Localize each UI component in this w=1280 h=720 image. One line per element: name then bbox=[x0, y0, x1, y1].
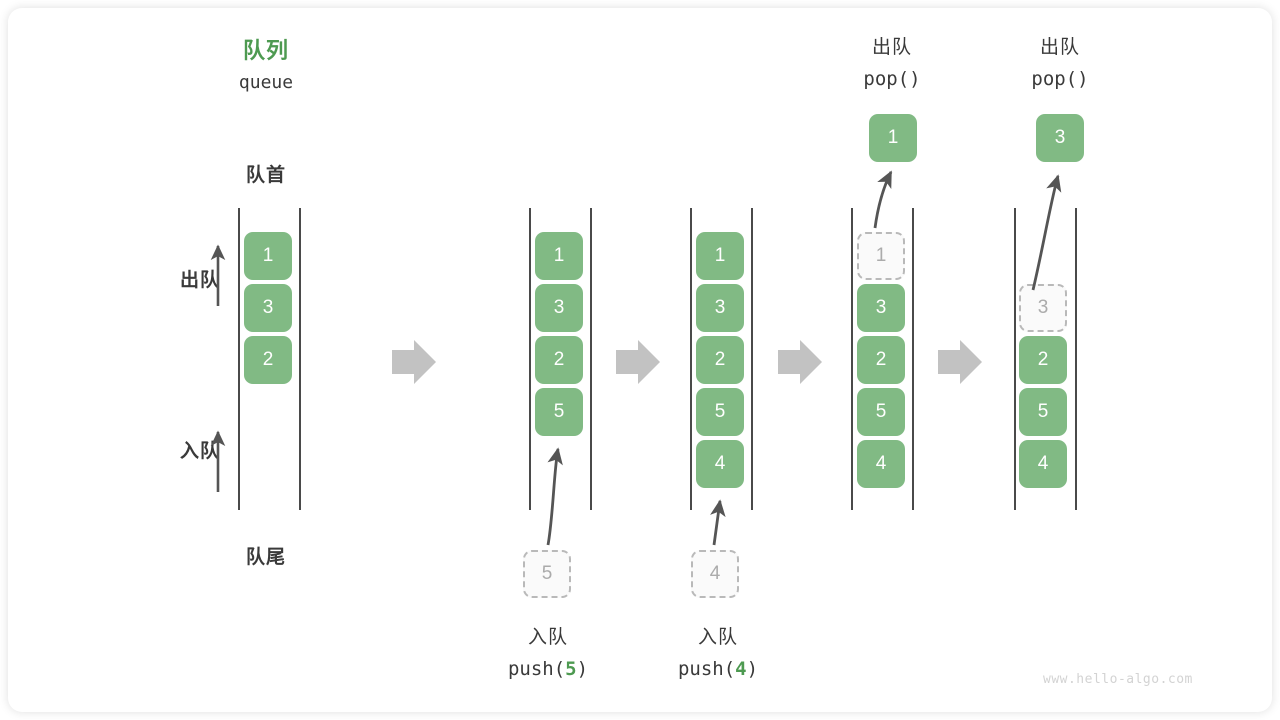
queue-rail-right-c1 bbox=[299, 208, 301, 510]
queue-cell-new[interactable]: 4 bbox=[696, 440, 744, 488]
queue-rail-left-c2 bbox=[529, 208, 531, 510]
queue-cell[interactable]: 2 bbox=[1019, 336, 1067, 384]
queue-rail-right-c5 bbox=[1075, 208, 1077, 510]
queue-cell[interactable]: 4 bbox=[1019, 440, 1067, 488]
incoming-ghost-cell[interactable]: 4 bbox=[691, 550, 739, 598]
queue-cell[interactable]: 3 bbox=[244, 284, 292, 332]
diagram-title-en: queue bbox=[238, 72, 294, 93]
queue-cell[interactable]: 4 bbox=[857, 440, 905, 488]
queue-rail-left-c5 bbox=[1014, 208, 1016, 510]
queue-cell[interactable]: 1 bbox=[535, 232, 583, 280]
queue-rail-right-c2 bbox=[590, 208, 592, 510]
push-caption-fn: push(4) bbox=[628, 658, 808, 680]
push-caption-cn: 入队 bbox=[697, 627, 738, 648]
popped-ghost-cell[interactable]: 1 bbox=[857, 232, 905, 280]
watermark: www.hello-algo.com bbox=[1043, 672, 1193, 687]
queue-rail-left-c4 bbox=[851, 208, 853, 510]
pop-header-cn: 出队 bbox=[871, 37, 912, 58]
dequeue-label: 出队 bbox=[179, 270, 220, 291]
pop-header-fn: pop() bbox=[863, 68, 921, 90]
diagram-title-cn: 队列 bbox=[242, 38, 289, 63]
popped-result-cell[interactable]: 1 bbox=[869, 114, 917, 162]
queue-rail-left-c3 bbox=[690, 208, 692, 510]
push-fn-prefix: push( bbox=[507, 658, 566, 680]
push-caption-fn: push(5) bbox=[458, 658, 638, 680]
pop-header-cn: 出队 bbox=[1039, 37, 1080, 58]
queue-cell[interactable]: 2 bbox=[857, 336, 905, 384]
queue-rail-right-c4 bbox=[912, 208, 914, 510]
push-fn-suffix: ) bbox=[576, 658, 589, 680]
enqueue-label: 入队 bbox=[179, 441, 220, 462]
popped-ghost-cell[interactable]: 3 bbox=[1019, 284, 1067, 332]
queue-cell[interactable]: 3 bbox=[696, 284, 744, 332]
diagram-card bbox=[8, 8, 1272, 712]
queue-cell[interactable]: 5 bbox=[696, 388, 744, 436]
queue-rail-left-c1 bbox=[238, 208, 240, 510]
queue-cell[interactable]: 2 bbox=[244, 336, 292, 384]
queue-rail-right-c3 bbox=[751, 208, 753, 510]
queue-cell[interactable]: 3 bbox=[535, 284, 583, 332]
push-caption-cn: 入队 bbox=[527, 627, 568, 648]
push-fn-arg: 4 bbox=[735, 658, 747, 680]
incoming-ghost-cell[interactable]: 5 bbox=[523, 550, 571, 598]
queue-cell-new[interactable]: 5 bbox=[535, 388, 583, 436]
push-fn-arg: 5 bbox=[565, 658, 577, 680]
push-fn-prefix: push( bbox=[677, 658, 736, 680]
queue-cell[interactable]: 2 bbox=[696, 336, 744, 384]
rear-label: 队尾 bbox=[245, 547, 286, 568]
queue-cell[interactable]: 3 bbox=[857, 284, 905, 332]
queue-cell[interactable]: 1 bbox=[244, 232, 292, 280]
queue-cell[interactable]: 5 bbox=[1019, 388, 1067, 436]
pop-header-fn: pop() bbox=[1031, 68, 1089, 90]
queue-cell[interactable]: 2 bbox=[535, 336, 583, 384]
queue-cell[interactable]: 1 bbox=[696, 232, 744, 280]
popped-result-cell[interactable]: 3 bbox=[1036, 114, 1084, 162]
front-label: 队首 bbox=[245, 165, 286, 186]
push-fn-suffix: ) bbox=[746, 658, 759, 680]
queue-cell[interactable]: 5 bbox=[857, 388, 905, 436]
